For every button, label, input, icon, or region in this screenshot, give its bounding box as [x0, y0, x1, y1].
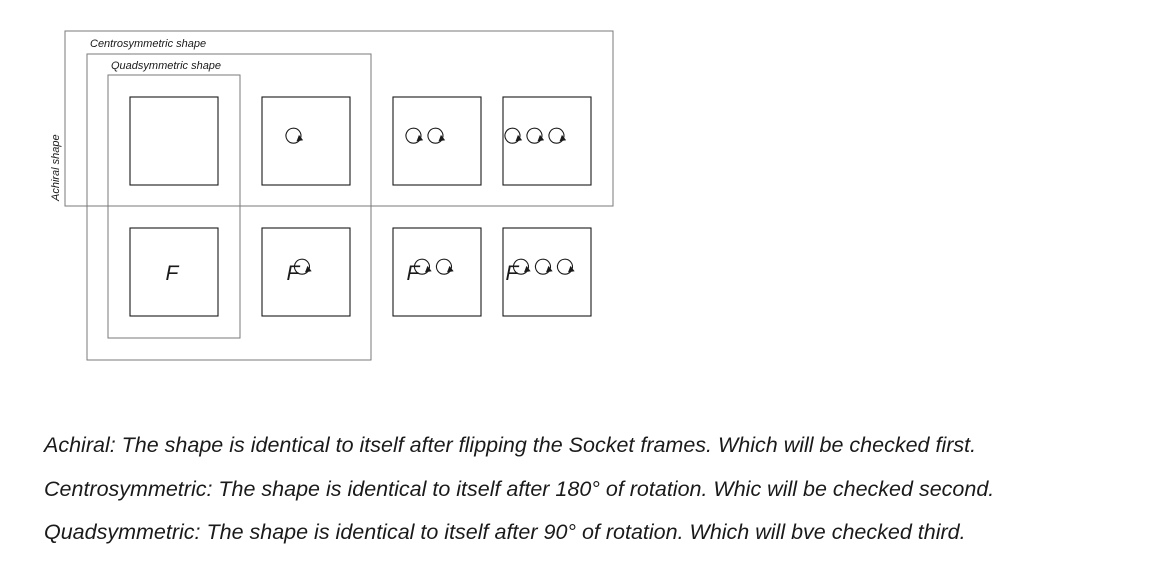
cell-top-3: [392, 96, 482, 186]
rotation-arrow-icon: [405, 127, 424, 144]
centrosymmetric-label: Centrosymmetric shape: [90, 38, 206, 50]
cell-bottom-3: F: [392, 227, 482, 317]
rotation-arrow-icon: [526, 127, 545, 144]
letter-f: F: [506, 262, 520, 285]
cell-top-4: [502, 96, 592, 186]
cell-bottom-1: F: [129, 227, 219, 317]
rotation-arrow-icon: [427, 127, 446, 144]
centrosymmetric-region: [86, 53, 372, 361]
quadsymmetric-definition: Quadsymmetric: The shape is identical to…: [44, 520, 966, 544]
quadsymmetric-region: [107, 74, 241, 339]
rotation-arrow-icon: [548, 127, 567, 144]
achiral-label: Achiral shape: [50, 134, 62, 202]
rotation-arrow-icon: [534, 258, 553, 275]
rotation-arrow-icon: [293, 258, 312, 275]
achiral-definition: Achiral: The shape is identical to itsel…: [44, 433, 977, 457]
centrosymmetric-definition: Centrosymmetric: The shape is identical …: [44, 476, 995, 501]
cell-top-1: [129, 96, 219, 186]
cell-bottom-2: F: [261, 227, 351, 317]
cell-bottom-4: F: [502, 227, 592, 317]
rotation-arrow-icon: [512, 258, 531, 275]
rotation-arrow-icon: [413, 258, 432, 275]
cell-top-2: [261, 96, 351, 186]
letter-f: F: [287, 262, 301, 285]
quadsymmetric-label: Quadsymmetric shape: [111, 60, 221, 72]
rotation-arrow-icon: [556, 258, 575, 275]
letter-f: F: [407, 262, 421, 285]
rotation-arrow-icon: [435, 258, 454, 275]
rotation-arrow-icon: [285, 127, 304, 144]
letter-f: F: [166, 262, 180, 285]
achiral-region: [64, 30, 614, 207]
definitions-text: Achiral: The shape is identical to itsel…: [44, 424, 1154, 555]
rotation-arrow-icon: [504, 127, 523, 144]
